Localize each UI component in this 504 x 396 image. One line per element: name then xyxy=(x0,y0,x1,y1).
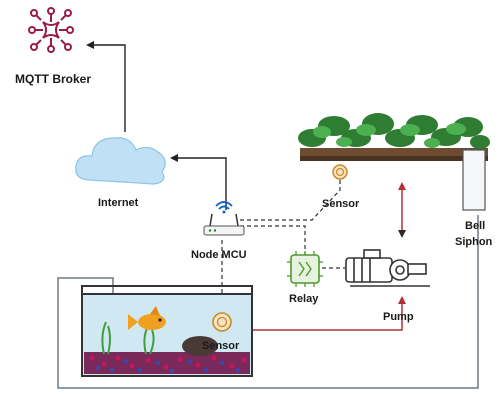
broker-icon xyxy=(28,7,74,53)
relay-chip-icon xyxy=(287,251,323,287)
internet-label: Internet xyxy=(98,197,139,209)
nodemcu-sensor-top-link xyxy=(240,178,341,221)
pump-label: Pump xyxy=(383,311,414,323)
sensor-tank-label: Sensor xyxy=(202,340,240,352)
bell-label: Bell xyxy=(465,220,486,232)
pump-motor-icon xyxy=(345,249,430,287)
pump-to-growbed-pipe xyxy=(398,182,406,238)
plant-bed-icon xyxy=(298,113,490,161)
bell-siphon-pipe xyxy=(462,149,486,211)
sensor-top-label: Sensor xyxy=(322,198,360,210)
mqtt-broker-label: MQTT Broker xyxy=(15,72,92,86)
relay-label: Relay xyxy=(289,293,319,305)
sensor-icon xyxy=(332,164,348,180)
nodemcu-to-internet-arrow xyxy=(170,154,227,210)
fish-icon xyxy=(128,306,166,330)
tank-to-pump-pipe xyxy=(252,296,406,331)
internet-to-broker-arrow xyxy=(86,41,126,132)
cloud-icon xyxy=(75,137,166,185)
router-icon xyxy=(203,201,245,236)
node-mcu-label: Node MCU xyxy=(191,249,247,261)
siphon-label: Siphon xyxy=(455,236,493,248)
fish-tank xyxy=(81,285,253,377)
sensor-icon xyxy=(212,312,232,332)
nodemcu-relay-link xyxy=(240,225,306,255)
